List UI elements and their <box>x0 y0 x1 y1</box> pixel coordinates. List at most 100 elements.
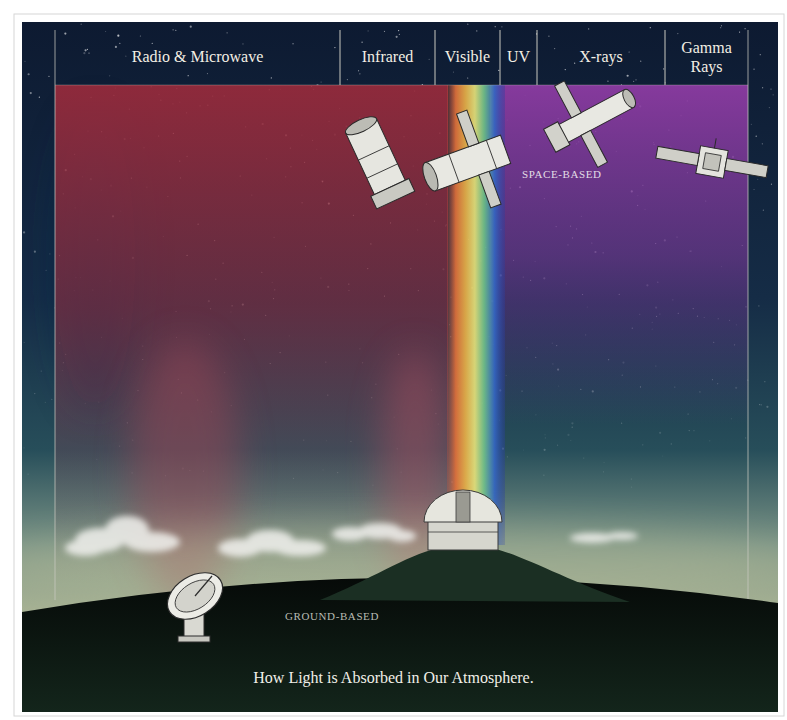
star <box>115 46 117 48</box>
star <box>721 25 722 26</box>
star <box>760 54 761 55</box>
star <box>83 52 85 54</box>
star <box>689 430 690 431</box>
star <box>429 59 430 60</box>
star <box>523 449 524 450</box>
band-name: Gamma Rays <box>669 39 744 76</box>
antenna <box>714 138 716 148</box>
band-name: Visible <box>445 48 490 66</box>
star <box>140 35 141 36</box>
star <box>117 35 119 37</box>
star <box>34 251 36 253</box>
band-baseline <box>55 85 748 86</box>
star <box>650 27 651 28</box>
body-detail <box>449 154 459 182</box>
solar-panel <box>457 110 479 147</box>
star <box>84 49 86 51</box>
star <box>548 36 549 37</box>
solar-panel <box>479 171 501 208</box>
solar-panel <box>555 81 582 118</box>
outer-frame <box>14 14 784 716</box>
star <box>359 73 360 74</box>
star <box>51 399 52 400</box>
star <box>572 427 573 428</box>
solar-panel <box>656 146 699 165</box>
dish-feed <box>195 576 212 596</box>
star <box>677 33 678 34</box>
star <box>773 94 774 95</box>
star <box>544 434 545 435</box>
star <box>574 63 575 64</box>
star <box>554 48 555 49</box>
star <box>453 72 454 73</box>
star <box>603 462 604 463</box>
star <box>495 26 496 27</box>
star <box>583 457 584 458</box>
star <box>292 43 293 44</box>
band-name: UV <box>507 48 530 66</box>
band-divider <box>500 30 501 85</box>
star <box>175 30 176 31</box>
body-detail <box>486 140 496 168</box>
star <box>501 26 502 27</box>
spectrum-band: UV <box>500 30 537 85</box>
star <box>545 437 546 438</box>
star <box>603 471 604 472</box>
star <box>368 30 369 31</box>
solar-panel <box>725 159 768 178</box>
star <box>172 29 173 30</box>
star <box>662 455 663 456</box>
star <box>271 77 272 78</box>
star <box>476 30 477 31</box>
star <box>759 404 760 405</box>
star <box>771 184 772 185</box>
star <box>570 440 571 441</box>
tube-detail <box>367 164 398 178</box>
star <box>693 430 694 431</box>
uv-xray-gamma-absorption <box>490 85 748 425</box>
star <box>28 474 29 475</box>
star <box>467 77 468 78</box>
telescope-aperture <box>620 87 638 109</box>
star <box>498 70 499 71</box>
star <box>631 487 632 488</box>
star <box>764 381 765 382</box>
spectrum-band: Radio & Microwave <box>55 30 340 85</box>
star <box>109 75 110 76</box>
star <box>358 70 359 71</box>
cloud <box>606 532 638 540</box>
star <box>34 393 35 394</box>
spectrum-band: Gamma Rays <box>665 30 748 85</box>
star <box>659 432 661 434</box>
star <box>45 402 46 403</box>
star <box>507 456 508 457</box>
star <box>766 406 768 408</box>
star <box>709 440 710 441</box>
spectrum-band: Infrared <box>340 30 435 85</box>
star <box>334 47 335 48</box>
star <box>321 81 322 82</box>
solar-panel <box>581 130 608 167</box>
star <box>119 43 120 44</box>
star <box>125 56 126 57</box>
star <box>635 79 636 80</box>
caption: How Light is Absorbed in Our Atmosphere. <box>90 669 697 687</box>
star <box>627 75 629 77</box>
star <box>762 143 763 144</box>
star <box>758 305 759 306</box>
star <box>24 61 25 62</box>
spectrum-band: Visible <box>435 30 500 85</box>
star <box>640 61 641 62</box>
star <box>753 189 754 190</box>
observatory-base <box>428 520 498 550</box>
star <box>396 36 398 38</box>
dish-reflector <box>159 563 231 629</box>
spacecraft-bus <box>696 146 728 178</box>
star <box>567 434 569 436</box>
star <box>565 69 566 70</box>
star <box>744 28 745 29</box>
star <box>190 26 192 28</box>
tube-detail <box>358 146 389 160</box>
star <box>87 49 88 50</box>
